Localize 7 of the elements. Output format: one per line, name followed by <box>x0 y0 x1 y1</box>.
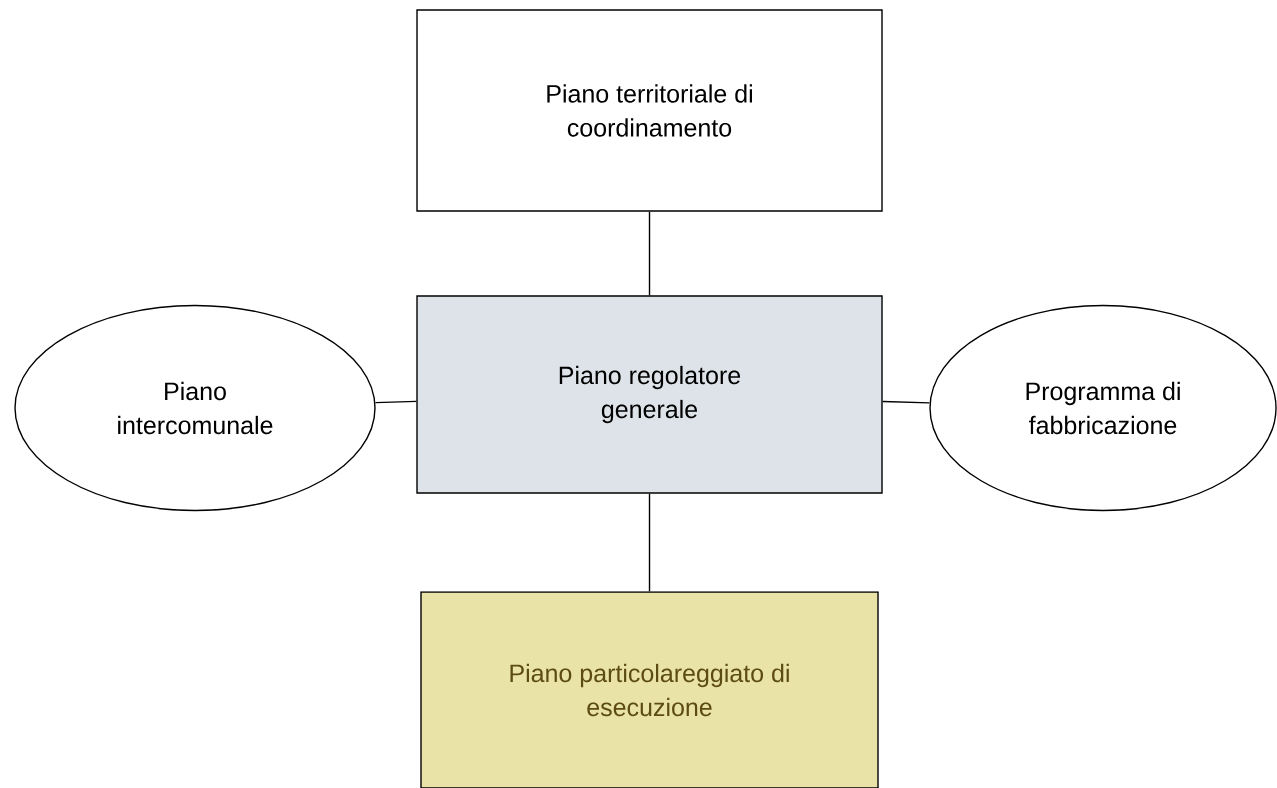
connector-line <box>882 400 931 404</box>
connector-line <box>648 211 651 296</box>
plan-box: Piano particolareggiato di esecuzione <box>420 591 879 788</box>
plan-box: Piano territoriale di coordinamento <box>416 9 883 212</box>
connector-line <box>648 493 651 592</box>
connector-line <box>374 400 417 404</box>
plan-box: Piano regolatore generale <box>416 295 883 494</box>
